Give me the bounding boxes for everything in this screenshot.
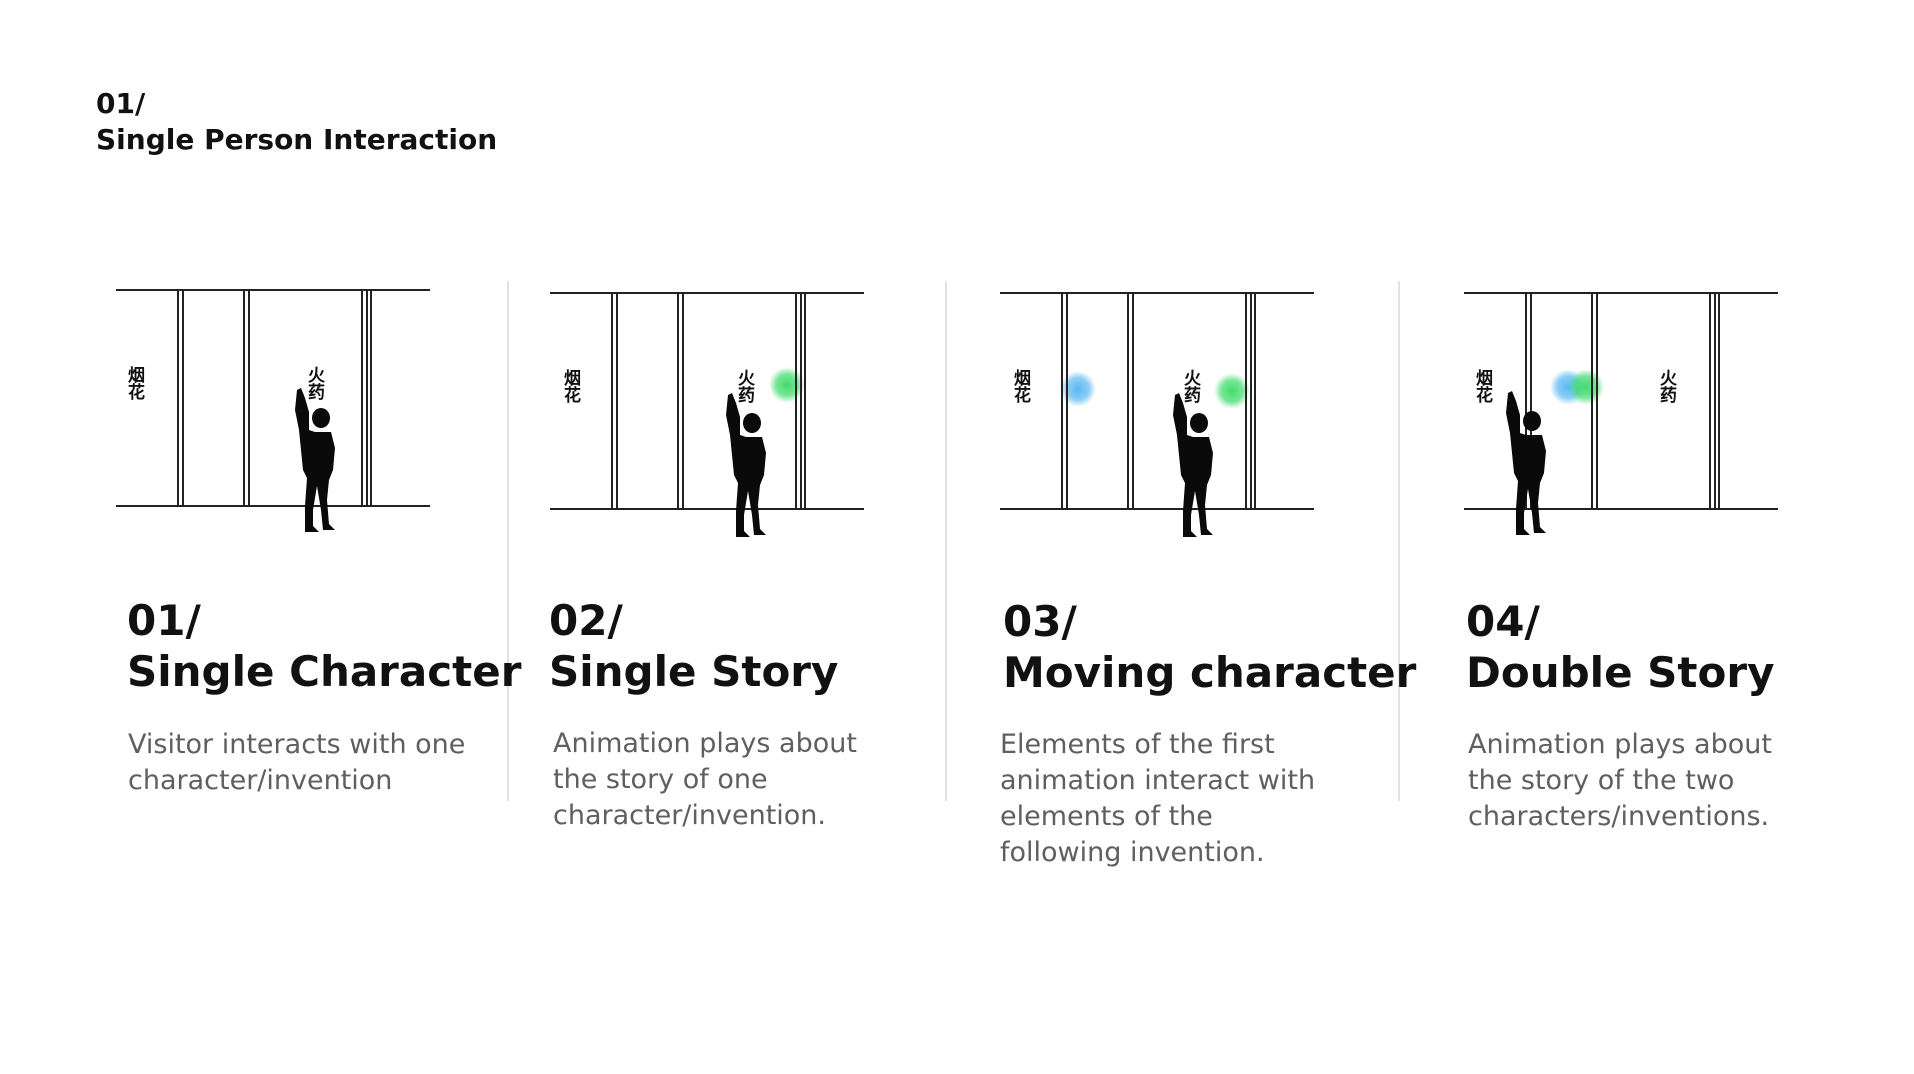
card-title: Single Character — [127, 647, 522, 696]
column-divider — [507, 281, 509, 801]
illustration-single-story: 烟花 火药 — [546, 285, 886, 555]
card-description: Animation plays about the story of the t… — [1468, 729, 1772, 832]
glyph-fireworks: 烟花 — [124, 365, 145, 400]
card-description: Elements of the first animation interact… — [1000, 729, 1316, 868]
svg-text:烟花: 烟花 — [560, 368, 581, 403]
card-title-block: 02/ Single Story — [549, 595, 838, 697]
card-title-block: 01/ Single Character — [127, 595, 521, 697]
svg-text:烟花: 烟花 — [1010, 368, 1031, 403]
section-header: 01/ Single Person Interaction — [96, 86, 497, 158]
card-title: Moving character — [1003, 648, 1417, 697]
card-title-block: 04/ Double Story — [1466, 596, 1774, 698]
illustration-moving-character: 烟花 火药 — [996, 285, 1336, 555]
glyph-gunpowder: 火药 — [304, 366, 325, 401]
card-number: 03/ — [1003, 597, 1077, 646]
card-description: Animation plays about the story of one c… — [553, 728, 857, 831]
column-divider — [945, 281, 947, 801]
svg-text:烟花: 烟花 — [1472, 368, 1493, 403]
section-title: Single Person Interaction — [96, 123, 498, 156]
card-number: 02/ — [549, 596, 623, 645]
column-divider — [1398, 281, 1400, 801]
svg-text:火药: 火药 — [734, 369, 755, 404]
card-number: 04/ — [1466, 597, 1540, 646]
card-description: Visitor interacts with one character/inv… — [128, 729, 466, 796]
card-title: Single Story — [549, 647, 839, 696]
section-number: 01/ — [96, 87, 146, 120]
illustration-single-character: 烟花 火药 — [112, 282, 452, 552]
illustration-double-story: 烟花 火药 — [1460, 285, 1800, 555]
card-title: Double Story — [1466, 648, 1775, 697]
svg-text:火药: 火药 — [1656, 369, 1677, 404]
card-number: 01/ — [127, 596, 201, 645]
card-title-block: 03/ Moving character — [1003, 596, 1416, 698]
svg-text:火药: 火药 — [1180, 369, 1201, 404]
